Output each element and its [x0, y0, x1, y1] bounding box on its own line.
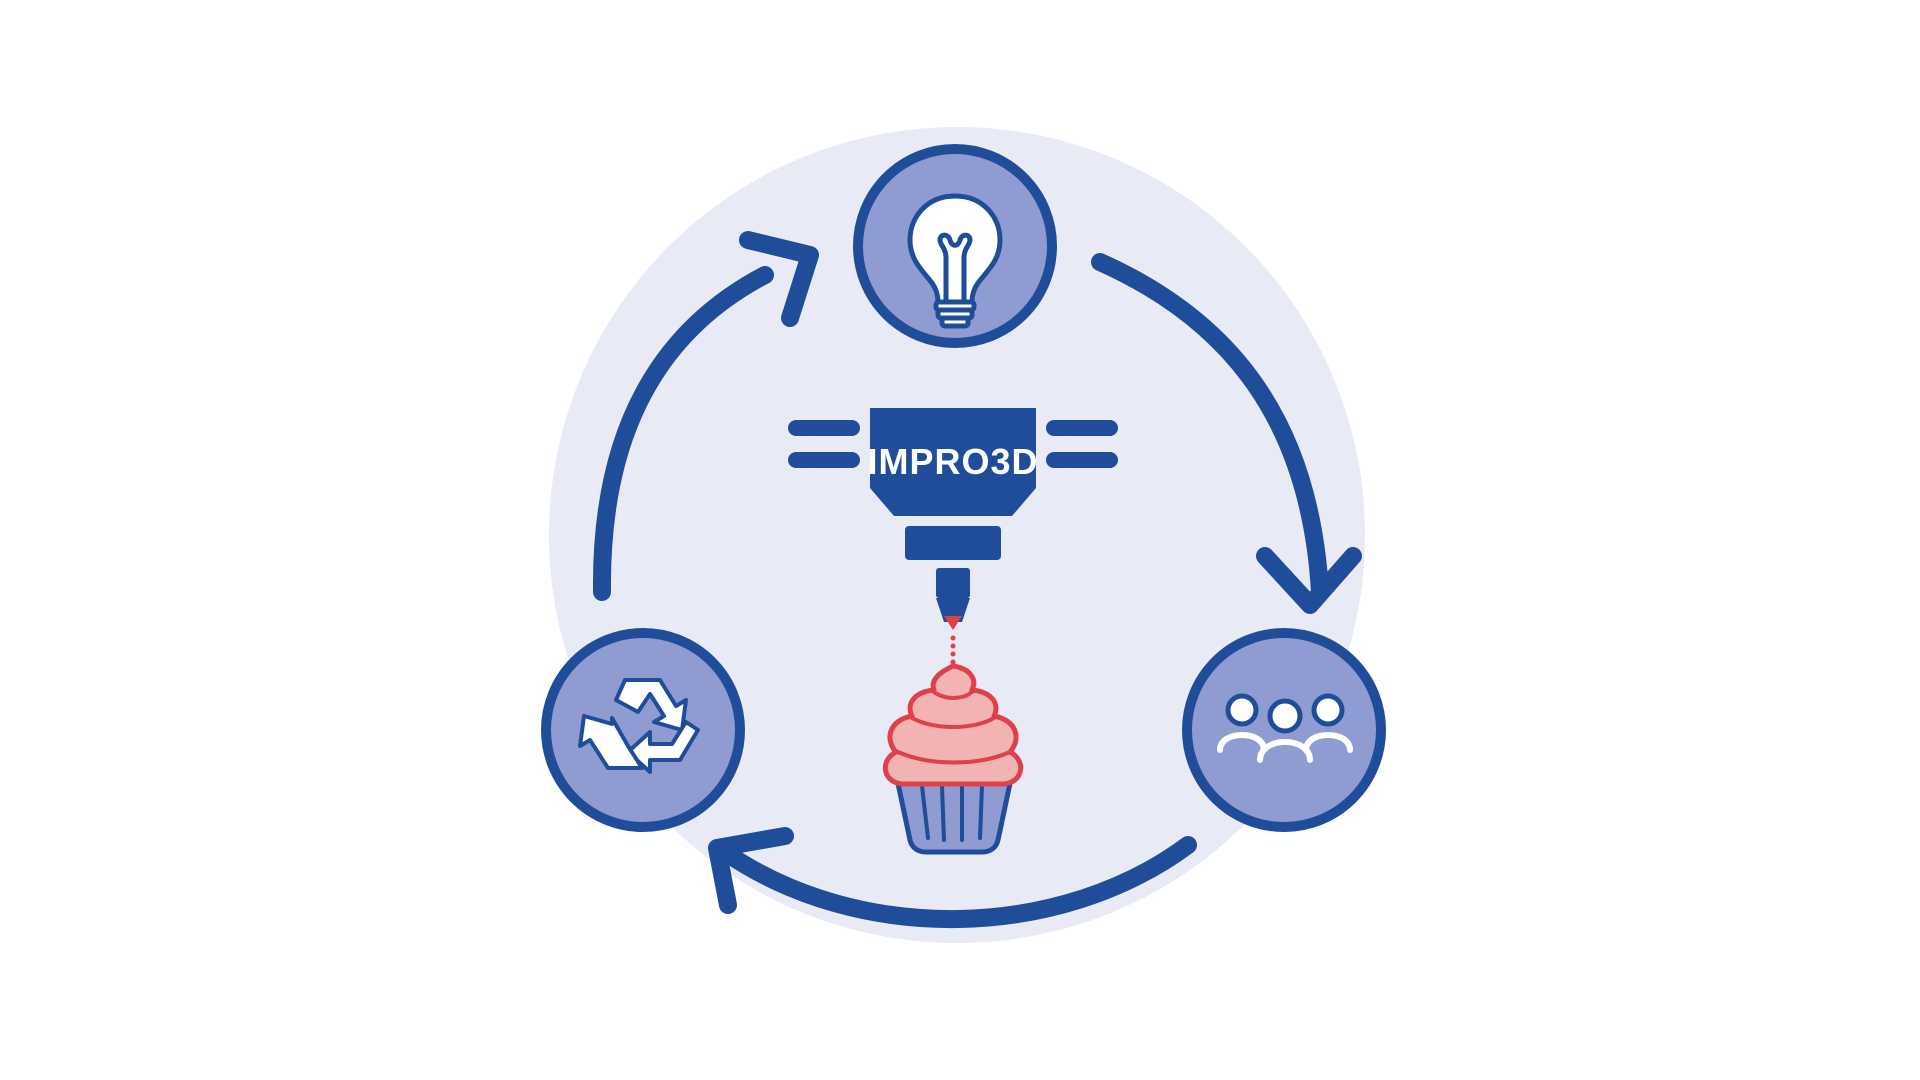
node-top [853, 144, 1057, 348]
arc-right-to-left [716, 836, 1197, 929]
printer: IMPRO3D [788, 408, 1118, 665]
printer-head [870, 408, 1036, 516]
arrowhead-bottom-left [708, 827, 794, 914]
printer-rail-right-bottom [1046, 452, 1118, 468]
arc-top-to-right [1091, 253, 1329, 601]
cycle-arrows [592, 231, 1362, 929]
arrowhead-right [1256, 547, 1362, 614]
node-left-circle [541, 628, 745, 832]
people-group-icon [1217, 693, 1353, 763]
printer-label: IMPRO3D [867, 441, 1038, 482]
printer-collar [905, 526, 1001, 560]
extrusion-dots [950, 635, 956, 665]
arc-left-to-top [592, 266, 774, 601]
printer-rail-left-bottom [788, 452, 860, 468]
arrowhead-top-left [739, 231, 819, 327]
printer-nozzle-body [936, 568, 970, 598]
cupcake-frosting-swirls [896, 690, 1012, 765]
printer-rail-right-top [1046, 420, 1118, 436]
node-right [1182, 628, 1386, 832]
cupcake-wrapper-ridges [920, 784, 984, 842]
lightbulb-icon [907, 193, 1003, 329]
cupcake-icon [883, 663, 1023, 855]
node-left [541, 628, 745, 832]
printer-rail-left-top [788, 420, 860, 436]
recycle-icon [578, 678, 700, 774]
printer-nozzle-tip [944, 616, 962, 630]
